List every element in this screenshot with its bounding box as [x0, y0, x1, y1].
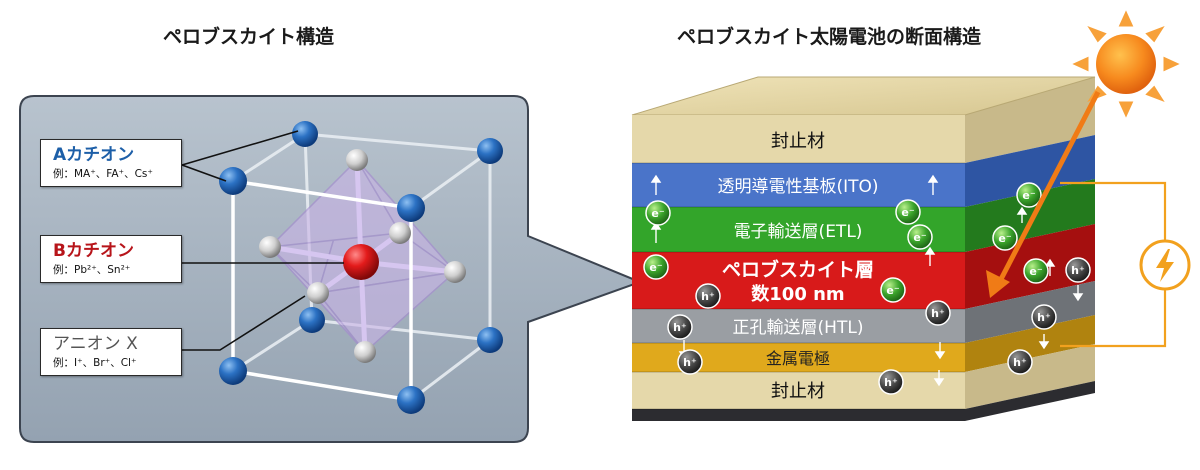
electron: e⁻	[992, 225, 1018, 251]
svg-text:e⁻: e⁻	[1022, 189, 1035, 202]
electrons: e⁻ e⁻ e⁻ e⁻ e⁻ e⁻ e⁻ e⁻	[643, 182, 1049, 303]
svg-text:e⁻: e⁻	[651, 207, 664, 220]
electron: e⁻	[895, 199, 921, 225]
a-cation-atom	[299, 307, 325, 333]
layer-label-metal: 金属電極	[766, 349, 830, 368]
a-cation-label: Aカチオン 例：MA⁺、FA⁺、Cs⁺	[40, 139, 182, 187]
left-title: ペロブスカイト構造	[163, 26, 335, 48]
electron: e⁻	[645, 200, 671, 226]
electron: e⁻	[1016, 182, 1042, 208]
b-cation-title: Bカチオン	[53, 241, 134, 261]
svg-text:h⁺: h⁺	[701, 290, 715, 303]
layer-label-encap-bottom: 封止材	[771, 381, 825, 402]
a-cation-title: Aカチオン	[53, 145, 135, 165]
lightning-bolt-icon	[1139, 239, 1191, 291]
electron: e⁻	[880, 277, 906, 303]
a-cation-atom	[397, 194, 425, 222]
hole: h⁺	[1031, 304, 1057, 330]
a-cation-atom	[292, 121, 318, 147]
leader-lines	[181, 130, 344, 351]
svg-text:h⁺: h⁺	[1071, 264, 1085, 277]
hole: h⁺	[667, 314, 693, 340]
hole: h⁺	[1065, 257, 1091, 283]
svg-text:h⁺: h⁺	[683, 356, 697, 369]
sun-icon	[1072, 10, 1180, 118]
svg-text:h⁺: h⁺	[1013, 356, 1027, 369]
svg-text:e⁻: e⁻	[998, 232, 1011, 245]
electron: e⁻	[907, 224, 933, 250]
svg-text:e⁻: e⁻	[1029, 265, 1042, 278]
svg-text:e⁻: e⁻	[901, 206, 914, 219]
anion-atom	[259, 236, 281, 258]
hole: h⁺	[878, 369, 904, 395]
layer-label-ito: 透明導電性基板(ITO)	[717, 177, 878, 197]
svg-text:e⁻: e⁻	[649, 261, 662, 274]
layer-label-perovskite-thickness: 数100 nm	[751, 283, 844, 305]
a-cation-atom	[397, 386, 425, 414]
hole: h⁺	[1007, 349, 1033, 375]
anion-atom	[307, 282, 329, 304]
b-cation-atom	[343, 244, 379, 280]
svg-text:h⁺: h⁺	[884, 376, 898, 389]
anion-atom	[346, 149, 368, 171]
anion-atom	[354, 341, 376, 363]
b-cation-label: Bカチオン 例：Pb²⁺、Sn²⁺	[40, 235, 182, 283]
anion-label: アニオン X 例：I⁺、Br⁺、Cl⁺	[40, 328, 182, 376]
a-cation-atom	[219, 167, 247, 195]
light-arrow	[986, 90, 1101, 298]
right-title: ペロブスカイト太陽電池の断面構造	[677, 26, 982, 48]
svg-text:e⁻: e⁻	[886, 284, 899, 297]
perovskite-lattice	[219, 121, 503, 414]
anion-atom	[389, 222, 411, 244]
anion-example: 例：I⁺、Br⁺、Cl⁺	[53, 357, 137, 369]
a-cation-atom	[219, 357, 247, 385]
anion-title: アニオン X	[53, 334, 138, 354]
hole: h⁺	[925, 300, 951, 326]
svg-text:h⁺: h⁺	[673, 321, 687, 334]
external-circuit	[1060, 181, 1167, 348]
anion-atom	[444, 261, 466, 283]
a-cation-example: 例：MA⁺、FA⁺、Cs⁺	[53, 168, 153, 180]
holes: h⁺ h⁺ h⁺ h⁺ h⁺ h⁺ h⁺ h⁺	[667, 257, 1091, 395]
svg-text:h⁺: h⁺	[931, 307, 945, 320]
layer-label-etl: 電子輸送層(ETL)	[734, 222, 863, 242]
hole: h⁺	[695, 283, 721, 309]
electron: e⁻	[643, 254, 669, 280]
a-cation-atom	[477, 327, 503, 353]
layer-label-encap-top: 封止材	[771, 131, 825, 152]
a-cation-atom	[477, 138, 503, 164]
layer-label-htl: 正孔輸送層(HTL)	[733, 318, 864, 338]
layer-label-perovskite: ペロブスカイト層	[722, 258, 874, 281]
hole: h⁺	[677, 349, 703, 375]
electron: e⁻	[1023, 258, 1049, 284]
b-cation-example: 例：Pb²⁺、Sn²⁺	[53, 264, 131, 276]
svg-text:h⁺: h⁺	[1037, 311, 1051, 324]
svg-text:e⁻: e⁻	[913, 231, 926, 244]
